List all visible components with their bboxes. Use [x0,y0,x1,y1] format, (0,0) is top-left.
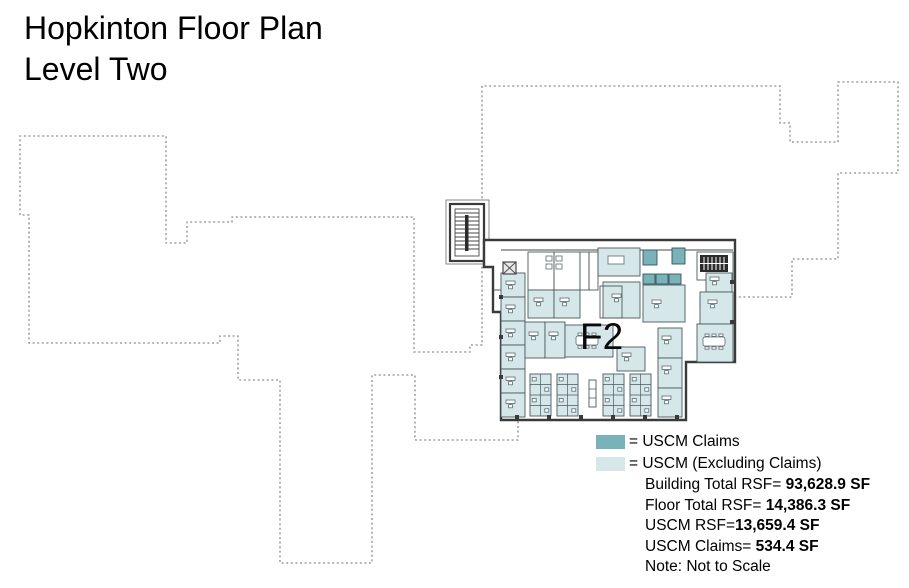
office-rooms [500,247,734,418]
floor-label: F2 [580,316,623,357]
uscm-excluding-swatch [596,457,625,471]
claims-area [655,273,669,285]
building-outline-dashed [19,81,899,564]
restrooms [527,251,581,291]
legend: = USCM Claims = USCM (Excluding Claims) … [596,431,870,578]
legend-item-claims: = USCM Claims [596,431,870,453]
claims-area [668,273,682,285]
claims-area [671,247,686,265]
claims-area [642,249,658,266]
uscm-excluding-label: = USCM (Excluding Claims) [629,454,822,472]
stair-tower [445,199,490,265]
column-ticks [499,280,734,419]
stat-floor-total: Floor Total RSF= 14,386.3 SF [645,496,851,514]
copier-area [588,379,597,408]
stat-building-total: Building Total RSF= 93,628.9 SF [645,476,871,493]
stat-uscm-claims: USCM Claims= 534.4 SF [645,537,819,555]
furniture-layer [505,255,726,417]
outline-east-wing [481,81,899,298]
page-title: Hopkinton Floor Plan Level Two [24,8,323,90]
scale-note: Note: Not to Scale [645,558,771,575]
legend-item-excluding: = USCM (Excluding Claims) [596,453,870,475]
uscm-claims-label: = USCM Claims [629,432,740,450]
uscm-claims-swatch [596,435,625,449]
page-title-line2: Level Two [24,51,168,87]
page-title-line1: Hopkinton Floor Plan [24,10,323,46]
elevator-shaft [502,261,517,275]
legend-stats: Building Total RSF= 93,628.9 SF Floor To… [596,475,870,578]
claims-area [642,273,656,285]
stat-uscm-rsf: USCM RSF=13,659.4 SF [645,517,820,534]
outline-west-wing [19,135,519,564]
